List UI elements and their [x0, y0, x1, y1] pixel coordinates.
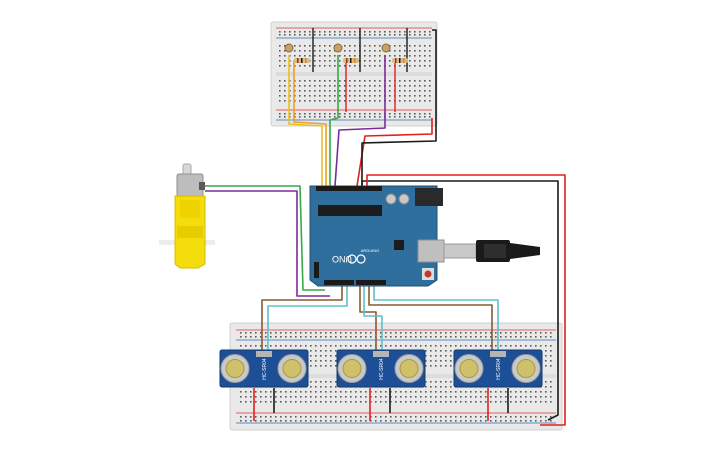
sensor-model-label: HC-SR04 [496, 358, 502, 380]
wires [205, 28, 566, 426]
ultrasonic-sensor-icon: HC-SR04 [453, 349, 543, 388]
sensor-model-label: HC-SR04 [379, 358, 385, 380]
arduino-uno-label: UNO [332, 254, 352, 264]
wire-black-power [361, 180, 559, 421]
wire-cyan-sensor1 [267, 285, 348, 352]
usb-cable-icon [443, 240, 540, 262]
wire-orange [293, 60, 327, 186]
wire-brown-sensor1 [261, 285, 343, 352]
resistors [284, 43, 408, 63]
wire-purple-motor [205, 190, 330, 297]
arduino-brand-label: ARDUINO [361, 248, 379, 253]
top-breadboard [270, 21, 438, 127]
wire-green-motor [205, 185, 325, 291]
arduino-logo-icon [347, 254, 366, 264]
resistor-3 [381, 43, 408, 63]
wire-red-top [356, 118, 433, 187]
wire-green-top [329, 55, 339, 186]
wire-purple-top [334, 55, 386, 187]
wire-yellow [288, 55, 323, 186]
wire-red-power [366, 174, 566, 426]
ultrasonic-sensor-icon: HC-SR04 [336, 349, 426, 388]
wire-cyan-sensor2 [363, 285, 383, 352]
resistor-2 [333, 43, 359, 63]
arduino-board-icon: UNO ARDUINO [309, 185, 445, 287]
wire-cyan-sensor3 [373, 285, 499, 352]
sensor-model-label: HC-SR04 [262, 358, 268, 380]
dc-gear-motor-icon [159, 163, 215, 269]
ultrasonic-sensor-icon: HC-SR04 [219, 349, 309, 388]
wire-brown-sensor3 [368, 285, 493, 352]
wire-brown-sensor2 [359, 285, 377, 352]
wire-black-top [361, 29, 437, 186]
resistor-1 [284, 43, 310, 63]
